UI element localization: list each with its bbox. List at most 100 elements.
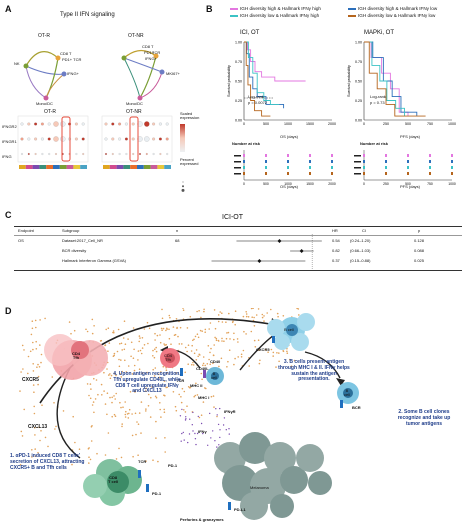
ifng-dot — [218, 444, 220, 446]
cytokine-dot — [23, 349, 25, 351]
ifng-dot — [202, 432, 204, 435]
cytokine-dot — [121, 423, 123, 425]
cytokine-dot — [267, 351, 269, 353]
cytokine-dot — [31, 320, 34, 322]
km-curve — [244, 41, 306, 82]
cytokine-dot — [88, 447, 90, 449]
ifng-dot — [189, 418, 191, 420]
risk-count-mark — [429, 166, 431, 169]
cytokine-dot — [124, 401, 126, 403]
cytokine-dot — [166, 386, 168, 389]
cytokine-dot — [293, 359, 296, 362]
cytokine-dot — [71, 463, 73, 466]
cluster-swatch — [130, 165, 137, 169]
cytokine-dot — [226, 332, 228, 334]
cytokine-dot — [125, 379, 127, 382]
cytokine-dot — [131, 434, 134, 437]
cytokine-dot — [175, 318, 178, 320]
cytokine-dot — [192, 361, 194, 364]
dot-marker — [104, 153, 107, 156]
cytokine-dot — [236, 338, 239, 340]
cytokine-dot — [242, 349, 245, 352]
risk-count-mark — [385, 160, 387, 163]
cytokine-dot — [180, 401, 183, 404]
ifng-dot — [180, 440, 182, 442]
dot-marker — [165, 137, 169, 141]
risk-xtick: 2000 — [328, 182, 336, 186]
risk-count-mark — [451, 172, 453, 175]
cluster-swatch — [32, 165, 40, 169]
risk-count-mark — [363, 172, 365, 175]
cytokine-dot — [168, 328, 170, 331]
cytokine-dot — [200, 316, 202, 319]
km-legend-item: IGH diversity low & Hallmark IFNγ low — [348, 13, 435, 18]
cytokine-dot — [105, 328, 107, 331]
cytokine-dot — [152, 368, 154, 371]
cytokine-dot — [208, 358, 210, 361]
cytokine-dot — [115, 374, 117, 377]
tcr-low-receptor — [138, 470, 141, 478]
cytokine-dot — [243, 330, 245, 333]
cytokine-dot — [23, 408, 26, 411]
net-left-node-pd1tcr: PD1+ TCR — [62, 57, 82, 62]
cytokine-dot — [20, 430, 23, 433]
cytokine-dot — [153, 356, 156, 359]
label-bcell-big: B cell — [284, 327, 294, 332]
label-ifng: IFNγ — [198, 429, 207, 434]
cytokine-dot — [214, 327, 217, 330]
cytokine-dot — [164, 437, 166, 439]
cytokine-dot — [117, 328, 120, 331]
cytokine-dot — [136, 421, 138, 423]
km-legend-label: IGH diversity high & Hallmark IFNγ low — [358, 6, 438, 11]
forest-subgroup: Hallmark Interferon Gamma (GSVA) — [62, 258, 126, 263]
label-cd40l: CD40L — [196, 366, 209, 371]
cytokine-dot — [112, 330, 115, 332]
panel-c-letter: C — [5, 210, 12, 220]
cytokine-dot — [192, 364, 195, 366]
ifng-dot — [225, 429, 227, 431]
cytokine-dot — [250, 330, 253, 333]
cytokine-dot — [138, 335, 141, 337]
risk-count-mark — [309, 172, 311, 175]
cytokine-dot — [35, 340, 37, 343]
cytokine-dot — [99, 340, 102, 342]
cytokine-dot — [124, 413, 127, 416]
dot-marker — [47, 137, 51, 141]
cytokine-dot — [178, 393, 180, 396]
cytokine-dot — [155, 346, 157, 349]
cytokine-dot — [145, 460, 147, 462]
cytokine-dot — [146, 371, 148, 374]
dot-marker — [53, 121, 59, 127]
risk-row-mark — [234, 167, 241, 169]
ifng-dot — [181, 432, 183, 435]
dot-marker — [131, 137, 135, 141]
cytokine-dot — [89, 383, 92, 385]
ifng-dot — [194, 432, 196, 435]
cytokine-dot — [19, 390, 21, 392]
cluster-swatch — [150, 165, 158, 169]
cytokine-dot — [190, 350, 193, 352]
cytokine-dot — [93, 325, 95, 327]
km-right-title: MAPKi, OT — [364, 30, 395, 36]
forest-header-endpoint: Endpoint — [18, 228, 34, 233]
km-curve — [244, 41, 271, 117]
cytokine-dot — [221, 312, 223, 314]
cytokine-dot — [21, 435, 24, 437]
dot-marker — [165, 122, 169, 126]
km-legend-label: IGH diversity low & Hallmark IFNγ low — [358, 13, 436, 18]
cytokine-dot — [195, 382, 197, 385]
cytokine-dot — [107, 432, 110, 434]
cytokine-dot — [124, 359, 126, 362]
km-right-stat1: Log-rank — [370, 94, 386, 99]
cytokine-dot — [233, 338, 235, 341]
cytokine-dot — [22, 368, 24, 370]
forest-hr: 0.82 — [332, 248, 340, 253]
dot-left-title: OT-R — [44, 109, 56, 115]
ifng-dot — [223, 417, 226, 419]
cytokine-dot — [146, 321, 149, 324]
net-right-node-cd8: CD8 T — [142, 44, 154, 49]
dot-marker — [152, 153, 155, 156]
cytokine-dot — [88, 456, 90, 458]
cytokine-dot — [32, 363, 34, 365]
